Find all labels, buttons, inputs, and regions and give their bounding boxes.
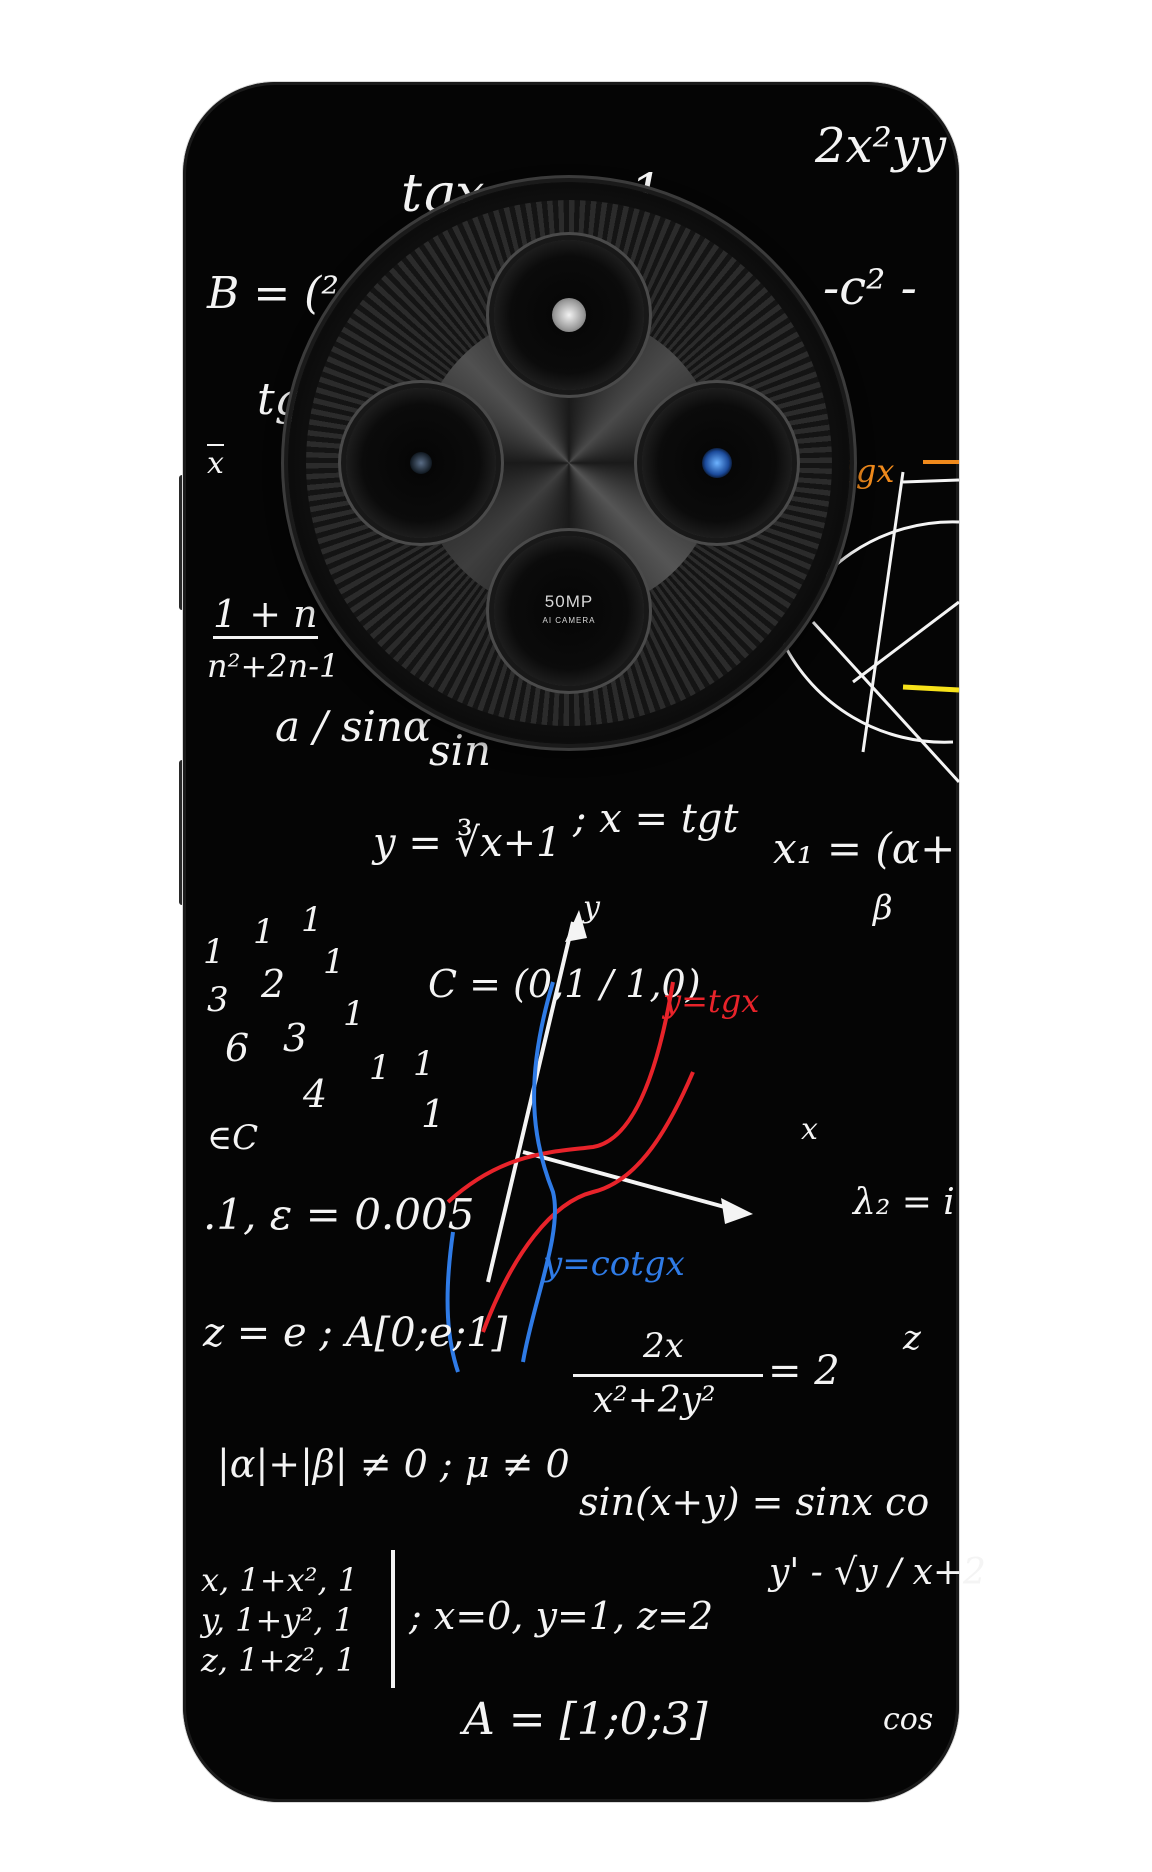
formula-x-tgt: ; x = tgt <box>573 796 739 842</box>
formula-z-eq: z = e ; A[0;e;1] <box>203 1310 508 1356</box>
flash-lens <box>494 240 644 390</box>
volume-button <box>179 760 185 905</box>
tangent-graph <box>445 910 753 1373</box>
formula-a-sin: a / sinα <box>275 702 432 751</box>
power-button <box>179 475 185 610</box>
formula-x-bar: x <box>207 444 224 481</box>
digit: 1 <box>203 932 225 972</box>
formula-top-right: 2x²yy <box>815 118 947 174</box>
ai-camera-label: AI CAMERA <box>542 616 596 625</box>
camera-module: 50MP AI CAMERA <box>288 182 850 744</box>
formula-c-minus: -c² - <box>823 260 917 316</box>
digit: 4 <box>303 1072 328 1116</box>
fraction-numerator: 2x <box>643 1326 684 1366</box>
trig-circle-sketch <box>781 460 961 784</box>
digit: 6 <box>225 1026 250 1070</box>
digit: 1 <box>343 994 365 1034</box>
formula-z-side: z <box>903 1318 921 1358</box>
matrix-row: y, 1+y², 1 <box>201 1601 354 1639</box>
formula-sin-part: sin <box>429 726 492 775</box>
matrix-bracket <box>391 1550 395 1688</box>
camera-lens-main: 50MP AI CAMERA <box>494 536 644 686</box>
formula-epsilon: .1, ε = 0.005 <box>203 1190 475 1239</box>
matrix-row: z, 1+z², 1 <box>201 1641 356 1679</box>
digit: 1 <box>413 1044 435 1084</box>
phone-case: 2x²yy tgx … = 1 B = (² -c² - tg x tgx 1 … <box>183 82 986 1802</box>
formula-a-vec: A = [1;0;3] <box>463 1694 708 1745</box>
digit: 3 <box>207 980 229 1020</box>
matrix-block: x, 1+x², 1 y, 1+y², 1 z, 1+z², 1 <box>201 1560 358 1680</box>
formula-alpha-beta: |α|+|β| ≠ 0 ; μ ≠ 0 <box>217 1442 570 1486</box>
digit: 2 <box>261 962 286 1006</box>
formula-cos: cos <box>883 1702 934 1737</box>
formula-beta: β <box>873 888 893 928</box>
formula-lambda: λ₂ = i <box>853 1182 955 1223</box>
camera-lens-left <box>346 388 496 538</box>
axis-label-y: y <box>583 890 600 925</box>
digit: 1 <box>253 912 275 952</box>
digit: 3 <box>283 1016 308 1060</box>
fraction-denominator: x²+2y² <box>593 1380 716 1421</box>
formula-xyz: ; x=0, y=1, z=2 <box>409 1594 714 1638</box>
digit: 1 <box>421 1092 446 1136</box>
axis-label-x: x <box>801 1112 818 1147</box>
formula-tgx-orange: tgx <box>843 452 895 490</box>
formula-in-c: ∈C <box>207 1118 259 1158</box>
formula-y-prime: y' - √y / x+2 <box>769 1552 986 1593</box>
formula-sin-sum: sin(x+y) = sinx co <box>579 1480 930 1524</box>
formula-b: B = (² <box>207 268 339 319</box>
camera-lens-right <box>642 388 792 538</box>
formula-n-series: n²+2n-1 <box>207 647 340 685</box>
matrix-row: x, 1+x², 1 <box>201 1561 359 1599</box>
digit: 1 <box>323 942 345 982</box>
megapixel-label: 50MP <box>544 592 594 611</box>
formula-cbrt: y = ∛x+1 <box>373 820 562 866</box>
formula-c-matrix: C = (0,1 / 1,0) <box>428 962 701 1006</box>
curve-label-cotg: y=cotgx <box>543 1244 685 1284</box>
fraction-bar <box>573 1374 763 1377</box>
digit: 1 <box>301 900 323 940</box>
formula-x1: x₁ = (α+ <box>773 824 956 873</box>
digit: 1 <box>369 1048 391 1088</box>
fraction-rhs: = 2 <box>768 1348 840 1394</box>
curve-label-tg: y=tgx <box>663 982 760 1020</box>
formula-one-plus-n: 1 + n <box>213 592 318 639</box>
